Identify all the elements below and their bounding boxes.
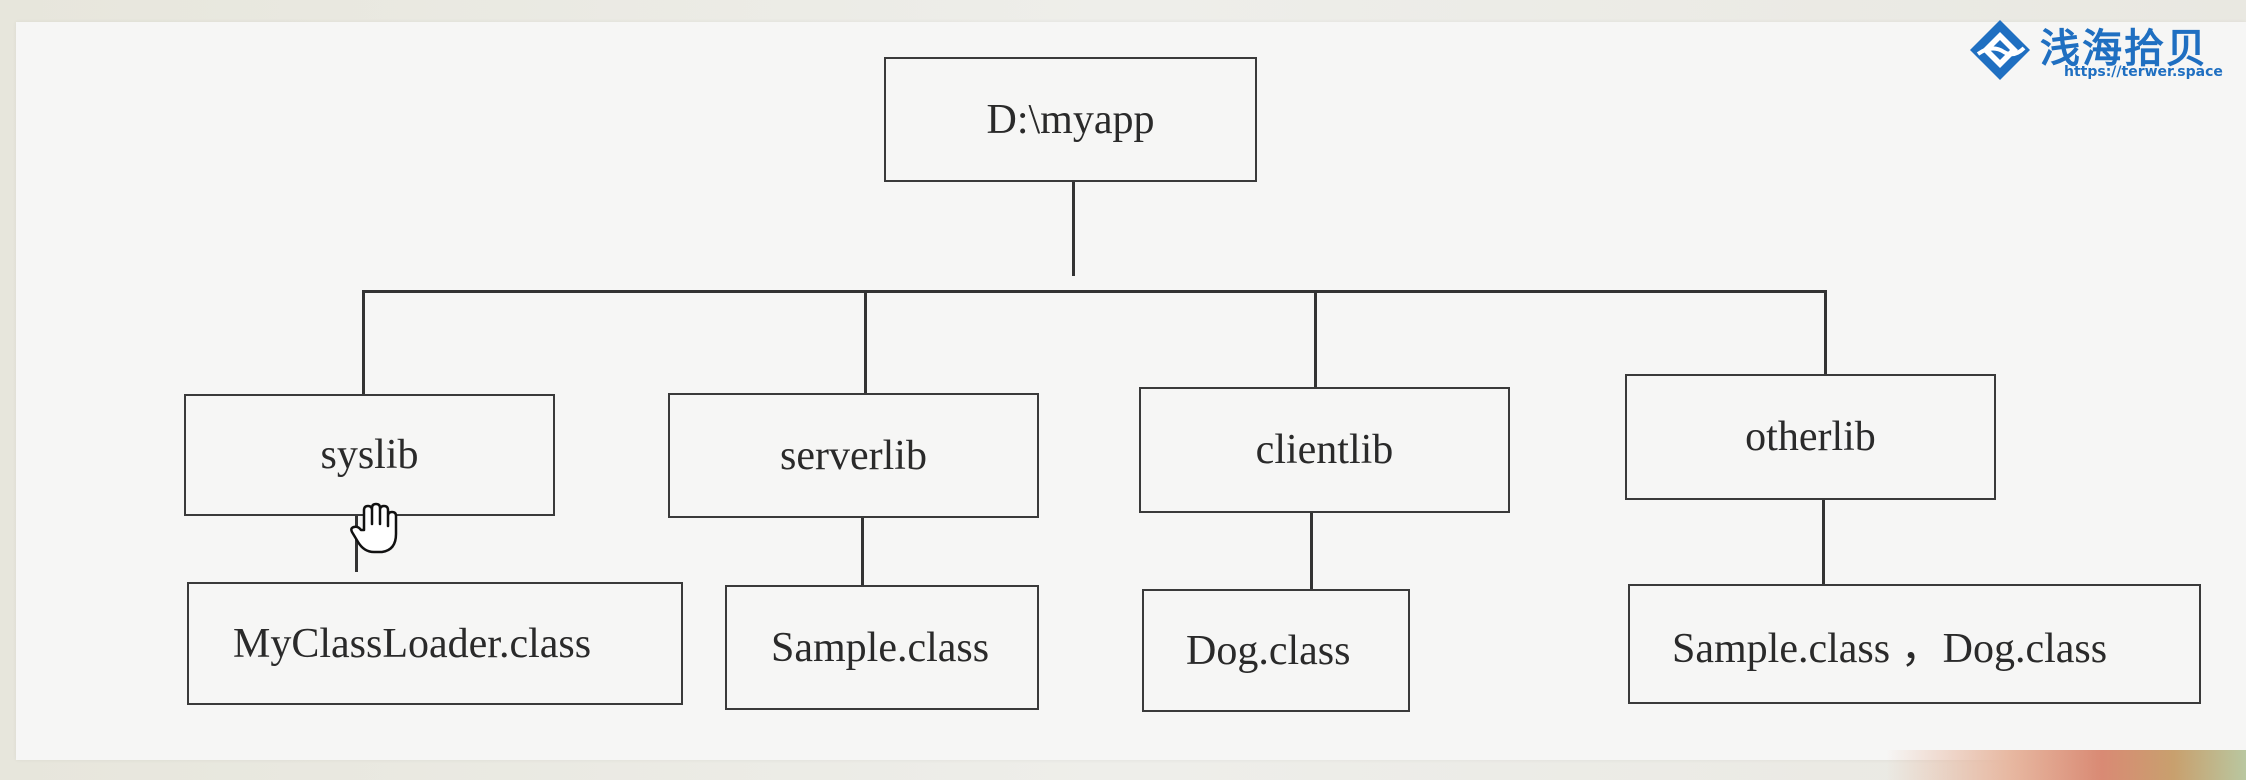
library-node-serverlib: serverlib xyxy=(668,393,1039,518)
contents-node-serverlib: Sample.class xyxy=(725,585,1039,710)
watermark-name: 浅海拾贝 xyxy=(2040,26,2208,72)
watermark: 浅海拾贝 https://terwer.space xyxy=(1968,16,2228,82)
connector-to-syslib xyxy=(362,290,365,395)
contents-label-otherlib: Sample.class ，Dog.class xyxy=(1672,625,2108,672)
connector-to-otherlib xyxy=(1824,290,1827,376)
library-node-clientlib: clientlib xyxy=(1139,387,1510,513)
contents-node-otherlib: Sample.class ，Dog.class xyxy=(1628,584,2201,704)
library-label-serverlib: serverlib xyxy=(780,432,927,479)
root-directory-node: D:\myapp xyxy=(884,57,1257,182)
library-node-syslib: syslib xyxy=(184,394,555,516)
hand-pointer-icon xyxy=(350,500,398,561)
connector-syslib-contents xyxy=(355,512,358,572)
connector-otherlib-contents xyxy=(1822,498,1825,586)
contents-node-syslib: MyClassLoader.class xyxy=(187,582,683,705)
slide-corner-decoration xyxy=(1886,750,2246,780)
root-directory-label: D:\myapp xyxy=(986,96,1155,143)
connector-to-serverlib xyxy=(864,290,867,393)
connector-to-clientlib xyxy=(1314,290,1317,388)
library-label-otherlib: otherlib xyxy=(1745,414,1876,460)
contents-node-clientlib: Dog.class xyxy=(1142,589,1410,712)
connector-horizontal-bus xyxy=(362,290,1826,293)
connector-root-trunk xyxy=(1072,181,1075,276)
contents-label-syslib: MyClassLoader.class xyxy=(233,620,592,667)
contents-label-serverlib: Sample.class xyxy=(771,624,990,671)
library-label-syslib: syslib xyxy=(320,432,419,478)
library-node-otherlib: otherlib xyxy=(1625,374,1996,500)
library-label-clientlib: clientlib xyxy=(1255,427,1394,473)
connector-serverlib-contents xyxy=(861,517,864,586)
connector-clientlib-contents xyxy=(1310,511,1313,591)
contents-label-clientlib: Dog.class xyxy=(1186,627,1351,674)
watermark-url: https://terwer.space xyxy=(2064,64,2223,80)
diamond-logo-icon xyxy=(1970,20,2030,80)
